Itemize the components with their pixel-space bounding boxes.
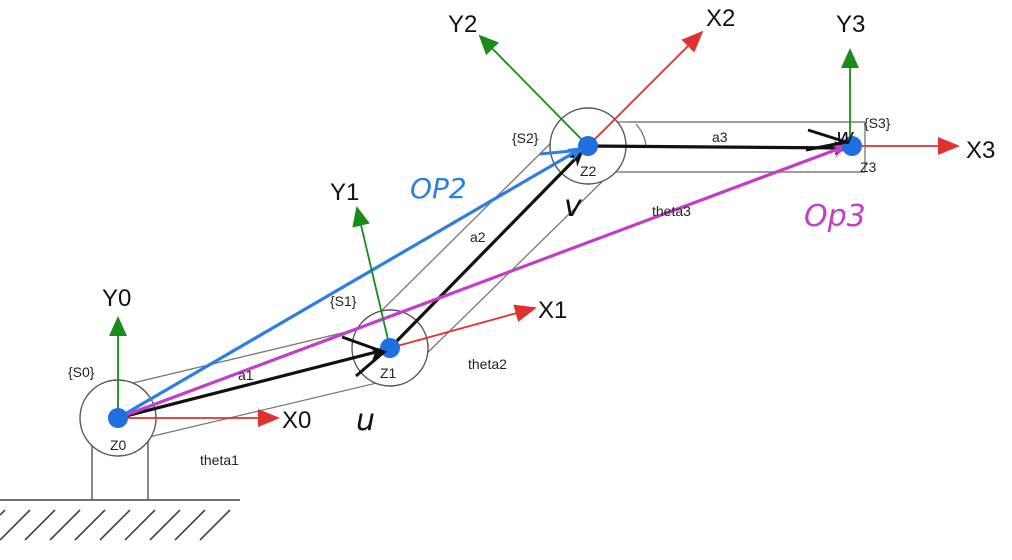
x3-label: X3 [966,137,995,164]
link-vectors [117,140,850,420]
y3-label: Y3 [836,11,865,38]
theta2-label: theta2 [468,356,507,372]
s2-label: {S2} [512,130,539,146]
hand-strokes [341,128,847,378]
op2-vector [117,146,584,420]
y1-label: Y1 [330,179,359,206]
joint-dots [108,136,862,428]
frame-s2-axes [478,30,704,147]
frame-s1-axes [352,206,537,349]
x2-label: X2 [706,5,735,32]
z2-label: Z2 [580,163,597,179]
frame-s0-axes [109,316,280,427]
a1-label: a1 [238,367,254,383]
u-handwritten: u [356,403,375,438]
z3-label: Z3 [860,159,877,175]
s3-label: {S3} [864,115,891,131]
theta1-label: theta1 [200,452,239,468]
x0-label: X0 [282,407,311,434]
w-handwritten: w [836,125,855,150]
y0-label: Y0 [102,285,131,312]
z1-label: Z1 [380,365,397,381]
a2-label: a2 [470,229,486,245]
a3-label: a3 [712,129,728,145]
frame-s3-axes [841,48,960,155]
s1-label: {S1} [330,293,357,309]
link-bodies [111,121,866,443]
op3-handwritten: Op3 [804,199,866,234]
s0-label: {S0} [68,364,95,380]
v-handwritten: v [564,189,583,224]
z0-label: Z0 [110,437,127,453]
ground [0,499,240,541]
base-pedestal [91,440,149,500]
y2-label: Y2 [448,11,477,38]
x1-label: X1 [538,297,567,324]
op2-handwritten: OP2 [410,172,467,205]
op3-vector [117,144,848,420]
theta3-label: theta3 [652,203,691,219]
